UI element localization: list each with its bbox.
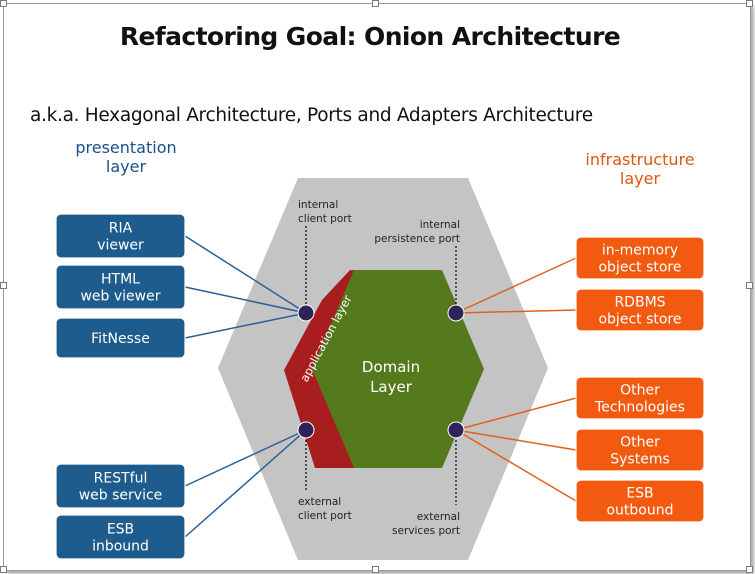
- resize-handle-bottom-left[interactable]: [0, 566, 7, 573]
- infrastructure-layer-title: layer: [620, 169, 661, 188]
- slide-title: Refactoring Goal: Onion Architecture: [119, 22, 621, 51]
- presentation-box: [55, 213, 186, 259]
- infrastructure-box-label: ESB: [626, 486, 653, 502]
- external-client-port-dot: [297, 421, 315, 439]
- infrastructure-box: [575, 428, 705, 472]
- presentation-box-label: ESB: [107, 522, 134, 538]
- external-services-port-dot: [447, 421, 465, 439]
- infrastructure-layer-title: infrastructure: [585, 150, 694, 169]
- infrastructure-connector: [455, 429, 577, 451]
- infrastructure-box-label: Systems: [610, 452, 670, 468]
- presentation-connector: [184, 235, 307, 314]
- presentation-box-label: web viewer: [80, 289, 160, 305]
- presentation-box: [55, 264, 186, 310]
- infrastructure-box: [575, 376, 705, 420]
- external-services-port-label: services port: [392, 525, 460, 537]
- presentation-box-label: HTML: [101, 272, 140, 288]
- infrastructure-connector: [455, 397, 577, 431]
- infrastructure-box-label: object store: [598, 260, 681, 276]
- resize-handle-middle-right[interactable]: [746, 282, 753, 289]
- infrastructure-box-label: object store: [598, 312, 681, 328]
- resize-handle-bottom-center[interactable]: [372, 566, 379, 573]
- resize-handle-top-left[interactable]: [0, 0, 7, 7]
- presentation-box-label: web service: [79, 488, 163, 504]
- resize-handle-top-right[interactable]: [746, 0, 753, 7]
- infrastructure-connector: [455, 257, 577, 314]
- presentation-box: [55, 463, 186, 509]
- resize-handle-top-center[interactable]: [372, 0, 379, 7]
- internal-client-port-label: client port: [298, 213, 352, 225]
- internal-persistence-port-dot: [447, 304, 465, 322]
- infrastructure-box-label: outbound: [606, 503, 673, 519]
- presentation-connector: [184, 312, 307, 339]
- external-services-port-label: external: [417, 511, 460, 523]
- domain-layer-label: Layer: [370, 378, 413, 396]
- presentation-box-label: viewer: [97, 238, 144, 254]
- presentation-box: [55, 514, 186, 560]
- infrastructure-box: [575, 288, 705, 332]
- application-layer-band: [284, 270, 394, 468]
- internal-client-port-dot: [297, 304, 315, 322]
- presentation-connector: [184, 286, 307, 314]
- presentation-box-label: FitNesse: [91, 331, 150, 347]
- presentation-layer-title: layer: [106, 157, 147, 176]
- domain-hexagon: [312, 270, 484, 468]
- external-client-port-label: client port: [298, 510, 352, 522]
- resize-handle-middle-left[interactable]: [0, 282, 7, 289]
- presentation-box-label: inbound: [92, 539, 149, 555]
- presentation-connector: [184, 429, 307, 487]
- presentation-connector: [184, 429, 307, 538]
- internal-persistence-port-label: internal: [420, 219, 460, 231]
- internal-persistence-port-label: persistence port: [374, 233, 460, 245]
- infrastructure-box: [575, 236, 705, 280]
- infrastructure-connector: [455, 429, 577, 502]
- resize-handle-bottom-right[interactable]: [746, 566, 753, 573]
- presentation-box: [55, 317, 186, 359]
- presentation-box-label: RIA: [109, 221, 133, 237]
- infrastructure-connector: [455, 309, 577, 314]
- slide-subtitle: a.k.a. Hexagonal Architecture, Ports and…: [30, 105, 593, 126]
- presentation-box-label: RESTful: [94, 471, 148, 487]
- infrastructure-box-label: Other: [620, 435, 660, 451]
- presentation-layer-title: presentation: [75, 138, 176, 157]
- infrastructure-box-label: RDBMS: [614, 295, 665, 311]
- infrastructure-box-label: Technologies: [594, 400, 685, 416]
- infrastructure-box: [575, 479, 705, 523]
- infrastructure-box-label: Other: [620, 383, 660, 399]
- internal-client-port-label: internal: [298, 199, 338, 211]
- external-client-port-label: external: [298, 496, 341, 508]
- domain-layer-label: Domain: [362, 358, 420, 376]
- infrastructure-box-label: in-memory: [602, 243, 678, 259]
